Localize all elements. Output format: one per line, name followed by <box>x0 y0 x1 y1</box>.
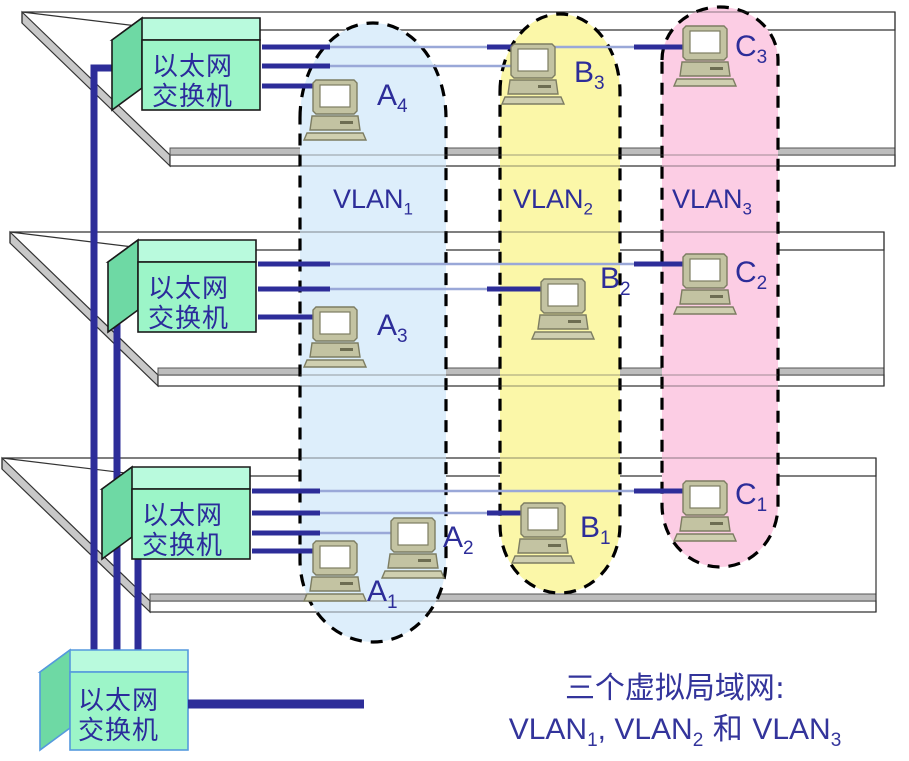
switch-backbone-box[interactable] <box>37 648 189 752</box>
floor-overlay-lines <box>300 11 778 613</box>
caption-line-1: 三个虚拟局域网: <box>564 671 786 706</box>
switch-backbone-label: 以太网 交换机 <box>78 686 160 746</box>
host-label-A3: A3 <box>377 309 408 347</box>
vlan-label-2: VLAN2 <box>513 184 594 219</box>
caption-line-2: VLAN1, VLAN2 和 VLAN3 <box>508 712 842 751</box>
vlan-label-3: VLAN3 <box>672 184 753 219</box>
switch-floor2-label: 以太网 交换机 <box>148 274 230 334</box>
host-label-C2: C2 <box>735 256 768 294</box>
host-label-C3: C3 <box>735 30 768 68</box>
vlan-label-1: VLAN1 <box>333 184 414 219</box>
host-label-B2: B2 <box>600 262 631 300</box>
diagram-caption: 三个虚拟局域网: VLAN1, VLAN2 和 VLAN3 <box>450 668 900 761</box>
host-label-A1: A1 <box>367 575 398 613</box>
switch-floor1-label: 以太网 交换机 <box>142 501 224 561</box>
host-label-C1: C1 <box>735 478 768 516</box>
vlan-region-1 <box>298 21 448 644</box>
host-label-B3: B3 <box>574 56 605 94</box>
host-label-B1: B1 <box>580 511 611 549</box>
switch-floor3-label: 以太网 交换机 <box>152 52 234 112</box>
host-label-A4: A4 <box>377 79 408 117</box>
host-label-A2: A2 <box>443 521 474 559</box>
